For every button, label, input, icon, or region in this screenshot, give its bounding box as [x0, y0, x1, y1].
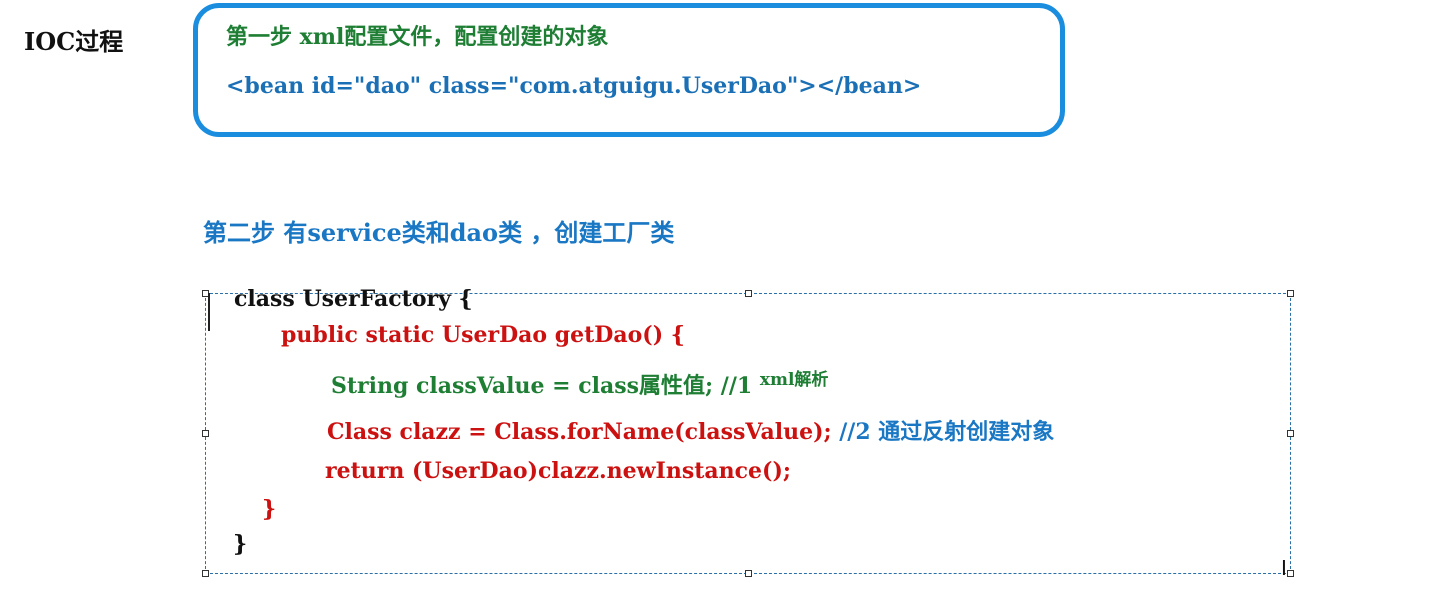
step1-callout-box [193, 3, 1065, 137]
bean-xml-snippet: <bean id="dao" class="com.atguigu.UserDa… [226, 73, 922, 99]
code-text: String classValue = class属性值; //1 [331, 373, 753, 399]
resize-handle-br[interactable] [1287, 570, 1294, 577]
code-textbox-selection[interactable] [202, 290, 1294, 577]
code-line-return: return (UserDao)clazz.newInstance(); [325, 458, 791, 484]
code-text: Class clazz = Class.forName(classValue); [327, 419, 832, 445]
ibeam-cursor-icon: I [1281, 556, 1287, 580]
code-line-method-close: } [262, 496, 277, 522]
resize-handle-mr[interactable] [1287, 430, 1294, 437]
code-line-method-decl: public static UserDao getDao() { [281, 322, 685, 348]
resize-handle-tr[interactable] [1287, 290, 1294, 297]
resize-handle-bm[interactable] [745, 570, 752, 577]
step1-heading: 第一步 xml配置文件，配置创建的对象 [226, 24, 609, 50]
code-line-forname: Class clazz = Class.forName(classValue);… [327, 414, 1054, 446]
code-comment-xml-parse: xml解析 [759, 370, 829, 390]
resize-handle-ml[interactable] [202, 430, 209, 437]
page-title: IOC过程 [24, 27, 124, 56]
code-line-class-close: } [233, 531, 248, 557]
code-comment-reflection: //2 通过反射创建对象 [839, 419, 1055, 445]
resize-handle-bl[interactable] [202, 570, 209, 577]
text-caret [208, 293, 210, 331]
step2-heading: 第二步 有service类和dao类 ，创建工厂类 [203, 218, 675, 247]
resize-handle-tm[interactable] [745, 290, 752, 297]
code-line-class-decl: class UserFactory { [234, 286, 473, 312]
code-line-classvalue: String classValue = class属性值; //1 xml解析 [331, 365, 828, 400]
